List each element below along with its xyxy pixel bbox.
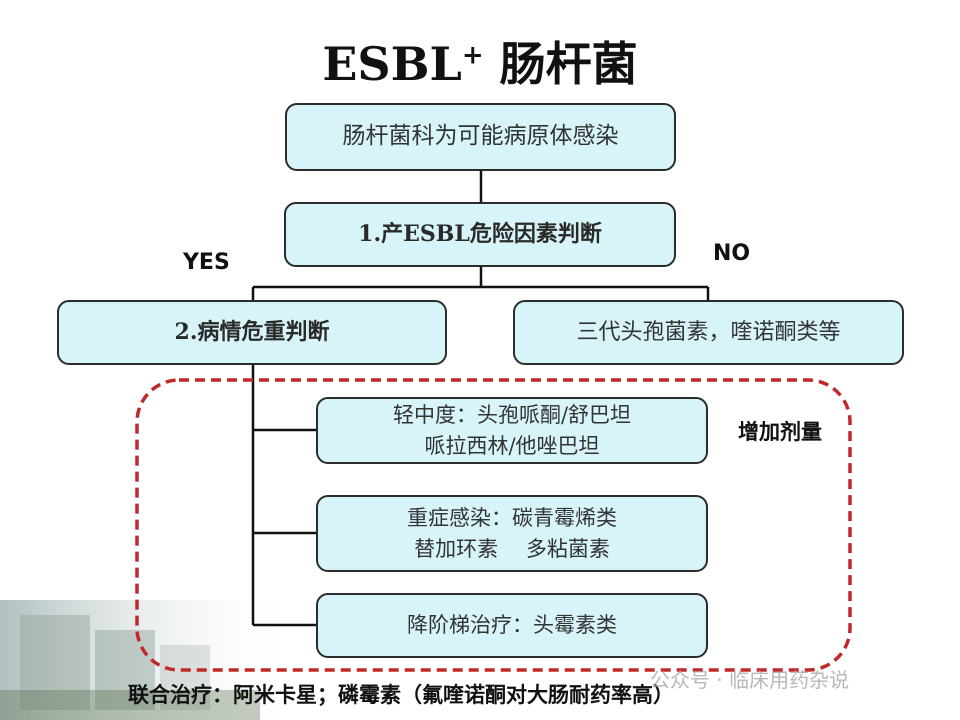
mild-line-2: 哌拉西林/他唑巴坦 bbox=[393, 431, 631, 461]
watermark: 公众号 · 临床用药杂说 bbox=[650, 664, 849, 693]
node-mild-moderate: 轻中度：头孢哌酮/舒巴坦 哌拉西林/他唑巴坦 bbox=[316, 397, 708, 464]
label-yes: YES bbox=[183, 250, 230, 275]
node-esbl-risk-text: 1.产ESBL危险因素判断 bbox=[358, 219, 602, 251]
footer-combination-therapy: 联合治疗：阿米卡星；磷霉素（氟喹诺酮对大肠耐药率高） bbox=[128, 679, 674, 709]
label-increase-dose: 增加剂量 bbox=[738, 416, 822, 446]
severe-line-1: 重症感染：碳青霉烯类 bbox=[407, 503, 617, 533]
node-no-esbl-text: 三代头孢菌素，喹诺酮类等 bbox=[576, 317, 840, 349]
node-severity: 2.病情危重判断 bbox=[57, 300, 447, 365]
node-no-esbl-treatment: 三代头孢菌素，喹诺酮类等 bbox=[513, 300, 904, 365]
severe-line-2: 替加环素 多粘菌素 bbox=[407, 534, 617, 564]
node-deescalation-text: 降阶梯治疗：头霉素类 bbox=[407, 610, 617, 640]
node-pathogen-text: 肠杆菌科为可能病原体感染 bbox=[343, 120, 619, 153]
node-severity-text: 2.病情危重判断 bbox=[175, 317, 330, 349]
node-pathogen: 肠杆菌科为可能病原体感染 bbox=[285, 103, 676, 171]
node-esbl-risk: 1.产ESBL危险因素判断 bbox=[284, 202, 676, 267]
node-deescalation: 降阶梯治疗：头霉素类 bbox=[316, 593, 708, 658]
mild-line-1: 轻中度：头孢哌酮/舒巴坦 bbox=[393, 400, 631, 430]
label-no: NO bbox=[713, 241, 750, 266]
node-severe-infection: 重症感染：碳青霉烯类 替加环素 多粘菌素 bbox=[316, 495, 708, 572]
